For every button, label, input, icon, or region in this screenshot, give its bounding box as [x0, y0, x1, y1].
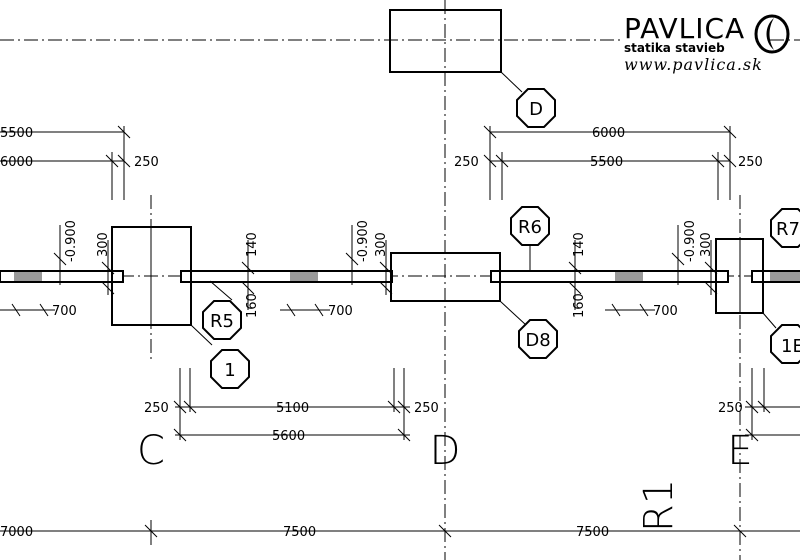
- tags: [202, 88, 800, 389]
- dim-mid-gap-right: 250: [738, 155, 763, 170]
- h300-label-b: 300: [374, 232, 389, 257]
- logo-subtitle: statika stavieb: [624, 41, 725, 55]
- tag-D8: D8: [525, 330, 550, 351]
- tag-D: D: [529, 99, 543, 120]
- axis-label-E: E: [727, 428, 752, 474]
- tag-R7: R7: [776, 219, 800, 240]
- dim-mid-lower: 5500: [590, 155, 623, 170]
- h300-label-a: 300: [96, 232, 111, 257]
- tag-1: 1: [224, 360, 235, 381]
- w700-label-b: 700: [328, 304, 353, 319]
- dim-bottom-5600: 5600: [272, 429, 305, 444]
- elev-label-2: -0.900: [356, 220, 371, 262]
- tag-leaders: [190, 246, 777, 346]
- beam-markers: [0, 225, 718, 317]
- dim-mid-gap-left: 250: [454, 155, 479, 170]
- dim-left-lower: 6000: [0, 155, 33, 170]
- column-box-top: [389, 9, 502, 73]
- h160-label-a: 160: [245, 293, 260, 318]
- beam-hatches: [14, 272, 800, 281]
- tag-R6: R6: [518, 217, 542, 238]
- h160-label-b: 160: [572, 293, 587, 318]
- bottom-dimensions: [0, 368, 800, 545]
- beams: [0, 270, 800, 283]
- h300-label-c: 300: [699, 232, 714, 257]
- w700-label-a: 700: [52, 304, 77, 319]
- dim-mid-upper: 6000: [592, 126, 625, 141]
- dim-bottom-gap-right: 250: [718, 401, 743, 416]
- dim-grid-7500-a: 7500: [283, 525, 316, 540]
- logo-url: www.pavlica.sk: [624, 55, 763, 74]
- w700-label-c: 700: [653, 304, 678, 319]
- axis-label-C: C: [137, 428, 165, 474]
- dim-bottom-5100: 5100: [276, 401, 309, 416]
- elev-label-1: -0.900: [64, 220, 79, 262]
- column-axes: [150, 227, 741, 325]
- company-logo: PAVLICA statika stavieb www.pavlica.sk: [622, 8, 800, 78]
- h140-label-a: 140: [245, 232, 260, 257]
- section-label-R1: R1: [636, 479, 682, 532]
- top-dimensions: [0, 125, 737, 200]
- elev-label-3: -0.900: [683, 220, 698, 262]
- logo-title: PAVLICA: [624, 12, 746, 45]
- dim-bottom-gap-left: 250: [144, 401, 169, 416]
- dim-grid-7500-b: 7500: [576, 525, 609, 540]
- dim-bottom-gap-mid: 250: [414, 401, 439, 416]
- dim-left-upper: 5500: [0, 126, 33, 141]
- logo-mark-icon: [754, 14, 790, 54]
- dim-grid-7000: 7000: [0, 525, 33, 540]
- h140-label-b: 140: [572, 232, 587, 257]
- axis-label-D: D: [430, 428, 461, 474]
- tag-partial: 1E: [781, 336, 800, 357]
- tag-R5: R5: [210, 311, 234, 332]
- dim-left-gap: 250: [134, 155, 159, 170]
